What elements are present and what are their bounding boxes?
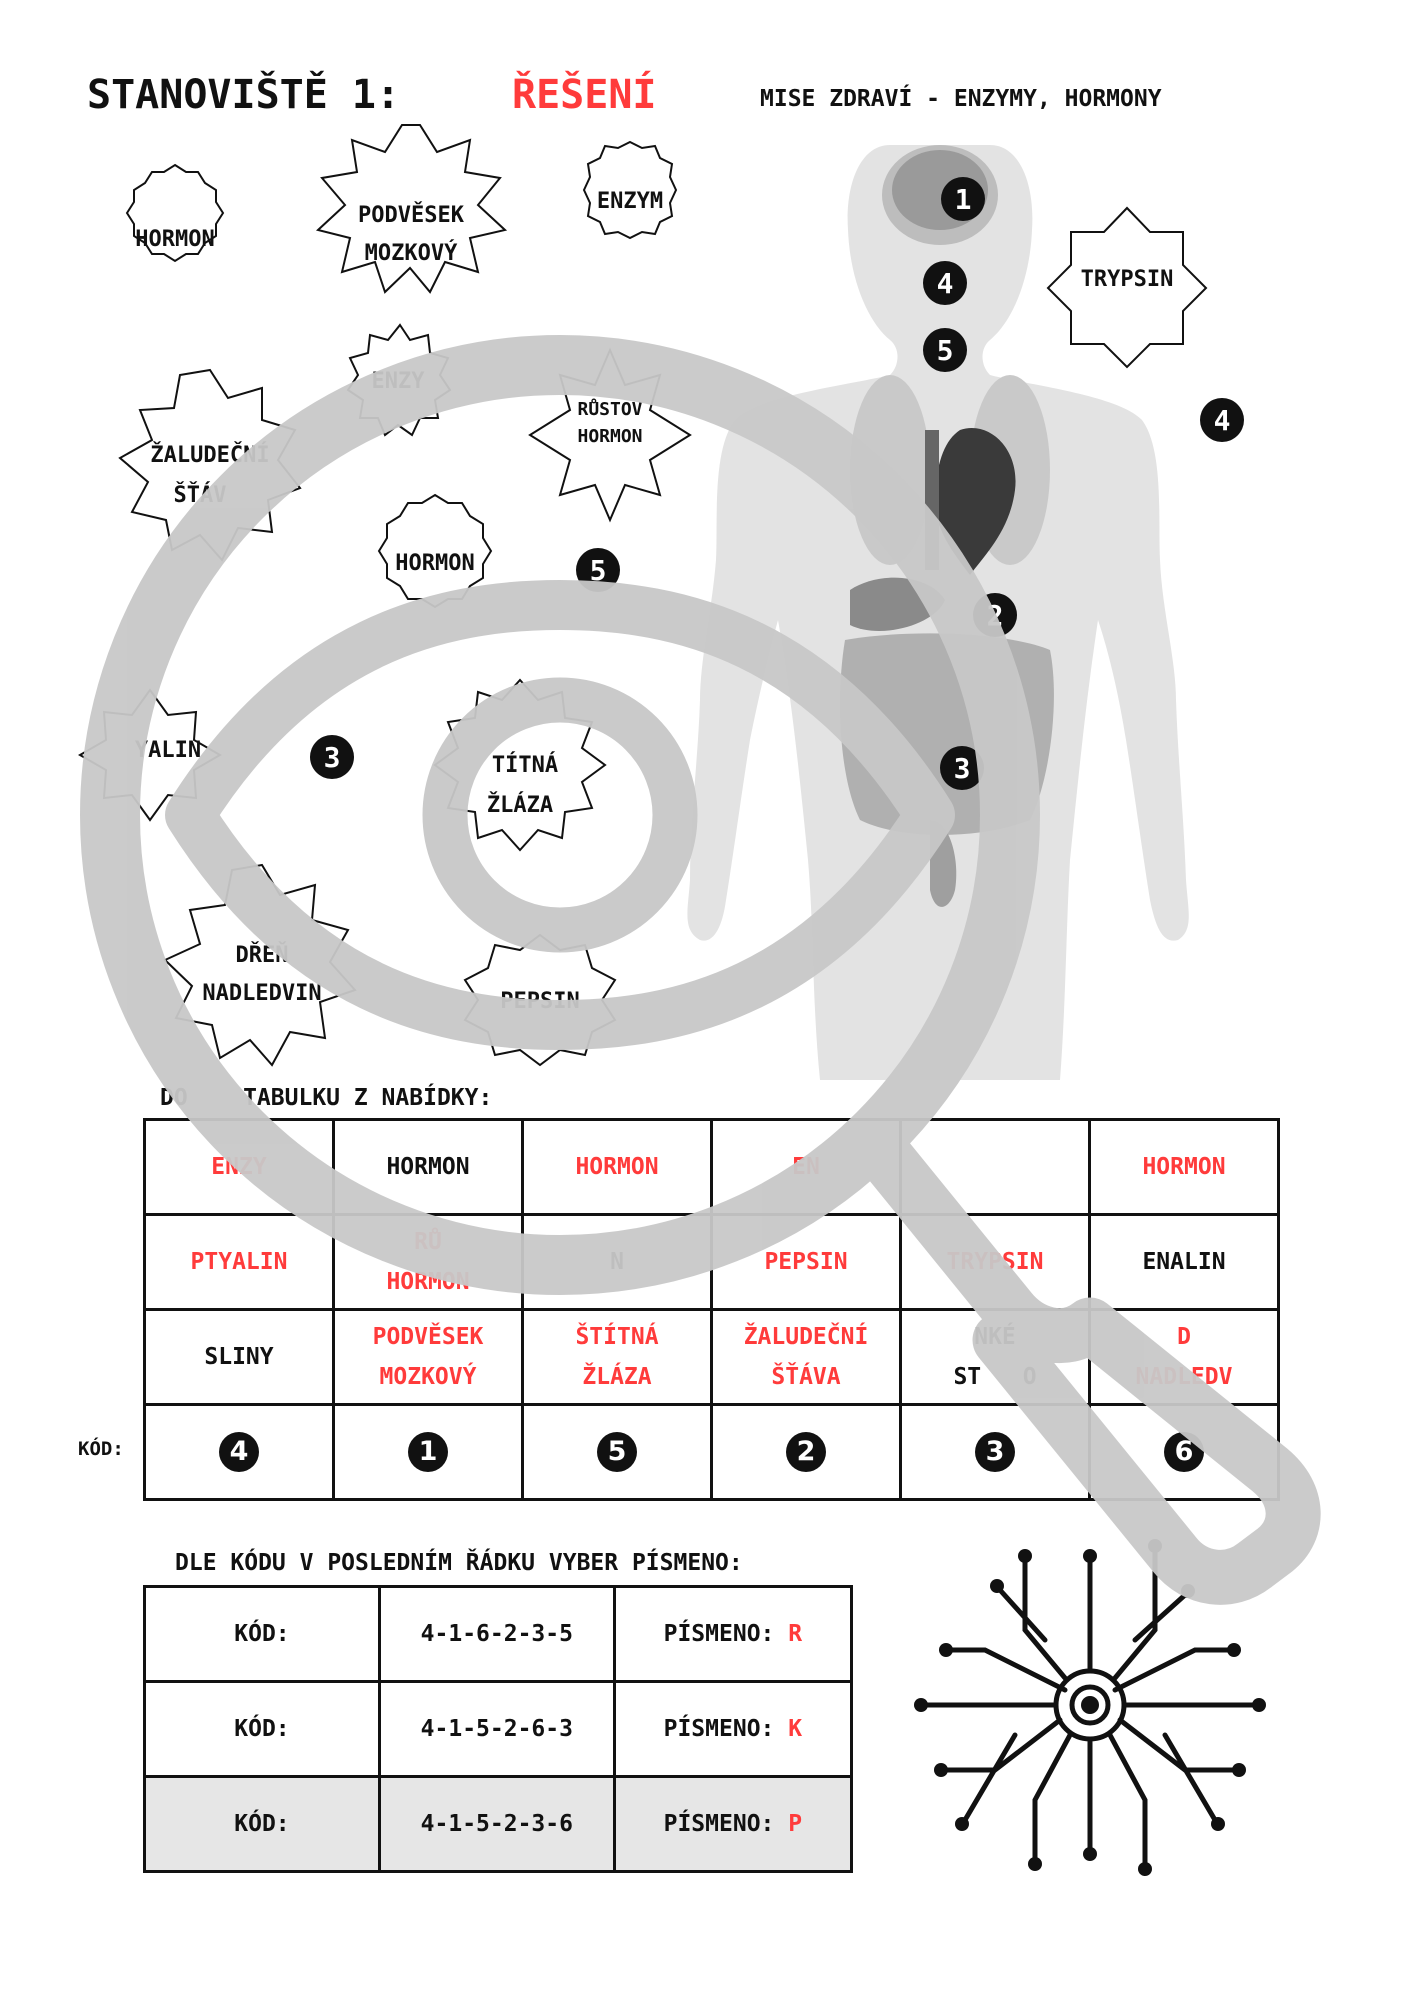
cell-code-3: 5: [521, 1403, 713, 1501]
answer-code: 4-1-5-2-6-3: [377, 1680, 616, 1778]
answer-letter-cell[interactable]: PÍSMENO: R: [612, 1585, 854, 1683]
cell-code-4: 2: [710, 1403, 902, 1501]
code-marker-3: 5: [597, 1431, 637, 1472]
sticker-label-enzym-1: ENZYM: [597, 189, 663, 214]
sticker-label-podvesek-1: PODVĚSEK: [358, 202, 465, 228]
cell-source-3[interactable]: ŠTÍTNÁ ŽLÁZA: [521, 1308, 713, 1406]
sticker-label-trypsin: TRYPSIN: [1081, 267, 1174, 292]
answer-letter-cell[interactable]: PÍSMENO: K: [612, 1680, 854, 1778]
sticker-label-stitna-1: TÍTNÁ: [492, 752, 558, 778]
instruction-top: DO TABULKU Z NABÍDKY:: [160, 1085, 493, 1111]
page-title: STANOVIŠTĚ 1:: [87, 72, 401, 118]
sticker-label-podvesek-2: MOZKOVÝ: [365, 240, 458, 266]
body-marker-1-text: 1: [955, 183, 972, 216]
instruction-bottom: DLE KÓDU V POSLEDNÍM ŘÁDKU VYBER PÍSMENO…: [175, 1550, 743, 1576]
body-marker-4b: [1200, 398, 1244, 442]
solution-label: ŘEŠENÍ: [512, 72, 657, 118]
code-marker-2: 1: [408, 1431, 448, 1472]
cell-source-4-line-1: ŽALUDEČNÍ: [743, 1324, 869, 1350]
loose-marker-3-text: 3: [324, 741, 341, 774]
answer-letter-label: PÍSMENO:: [663, 1621, 775, 1647]
answer-letter: R: [788, 1621, 803, 1647]
table-row: KÓD: 4-1-6-2-3-5 PÍSMENO: R: [143, 1585, 854, 1683]
sticker-label-rustovy-1: RŮSTOV: [577, 397, 642, 420]
sticker-enzym-1: [582, 140, 678, 240]
page-subtitle: MISE ZDRAVÍ - ENZYMY, HORMONY: [760, 86, 1162, 112]
cell-source-1[interactable]: SLINY: [143, 1308, 335, 1406]
circuit-target-icon: [914, 1539, 1266, 1876]
loose-marker-5-text: 5: [590, 554, 607, 587]
answer-letter-label: PÍSMENO:: [663, 1811, 775, 1837]
sticker-label-stitna-2: ŽLÁZA: [487, 792, 553, 818]
sticker-hormon-1: [125, 163, 225, 263]
sticker-trypsin: [1046, 206, 1208, 369]
body-marker-4: [923, 261, 967, 305]
answer-code: 4-1-5-2-3-6: [377, 1775, 616, 1873]
loose-marker-3: [310, 735, 354, 779]
cell-name-1[interactable]: PTYALIN: [143, 1213, 335, 1311]
body-marker-1: [941, 177, 985, 221]
code-marker-5: 3: [975, 1431, 1015, 1472]
cell-source-3-line-2: ŽLÁZA: [582, 1364, 652, 1390]
cell-source-4-line-2: ŠŤÁVA: [771, 1364, 841, 1390]
cell-type-6[interactable]: HORMON: [1088, 1118, 1280, 1216]
table-row: KÓD: 4-1-5-2-6-3 PÍSMENO: K: [143, 1680, 854, 1778]
cell-code-1: 4: [143, 1403, 335, 1501]
code-marker-4: 2: [786, 1431, 826, 1472]
cell-source-6-line-1: D: [1177, 1324, 1191, 1350]
sticker-label-dren-2: NADLEDVIN: [202, 981, 321, 1006]
body-marker-5: [923, 328, 967, 372]
cell-code-2: 1: [332, 1403, 524, 1501]
body-marker-4-text: 4: [937, 267, 954, 300]
body-marker-4b-text: 4: [1214, 404, 1231, 437]
sticker-podvesek: [315, 124, 508, 294]
answer-table: KÓD: 4-1-6-2-3-5 PÍSMENO: R KÓD: 4-1-5-2…: [143, 1585, 854, 1873]
body-marker-3-text: 3: [954, 752, 971, 785]
answer-letter: K: [788, 1716, 803, 1742]
sticker-label-hormon-2: HORMON: [395, 551, 474, 576]
answer-letter: P: [788, 1811, 803, 1837]
answer-label: KÓD:: [143, 1585, 381, 1683]
sticker-label-hormon-1: HORMON: [135, 227, 214, 252]
cell-source-4[interactable]: ŽALUDEČNÍ ŠŤÁVA: [710, 1308, 902, 1406]
code-marker-1: 4: [219, 1431, 259, 1472]
answer-letter-label: PÍSMENO:: [663, 1716, 775, 1742]
cell-source-2-line-2: MOZKOVÝ: [379, 1364, 477, 1390]
kod-row-label: KÓD:: [78, 1438, 124, 1460]
table-row: KÓD: 4-1-5-2-3-6 PÍSMENO: P: [143, 1775, 854, 1873]
answer-code: 4-1-6-2-3-5: [377, 1585, 616, 1683]
answer-label: KÓD:: [143, 1775, 381, 1873]
sticker-label-rustovy-2: HORMON: [577, 426, 642, 447]
cell-source-3-line-1: ŠTÍTNÁ: [575, 1324, 659, 1350]
body-marker-5-text: 5: [937, 334, 954, 367]
answer-label: KÓD:: [143, 1680, 381, 1778]
cell-type-3[interactable]: HORMON: [521, 1118, 713, 1216]
answer-letter-cell[interactable]: PÍSMENO: P: [612, 1775, 854, 1873]
body-marker-3: [940, 746, 984, 790]
cell-name-6[interactable]: ENALIN: [1088, 1213, 1280, 1311]
cell-source-2-line-1: PODVĚSEK: [372, 1324, 484, 1350]
cell-source-2[interactable]: PODVĚSEK MOZKOVÝ: [332, 1308, 524, 1406]
